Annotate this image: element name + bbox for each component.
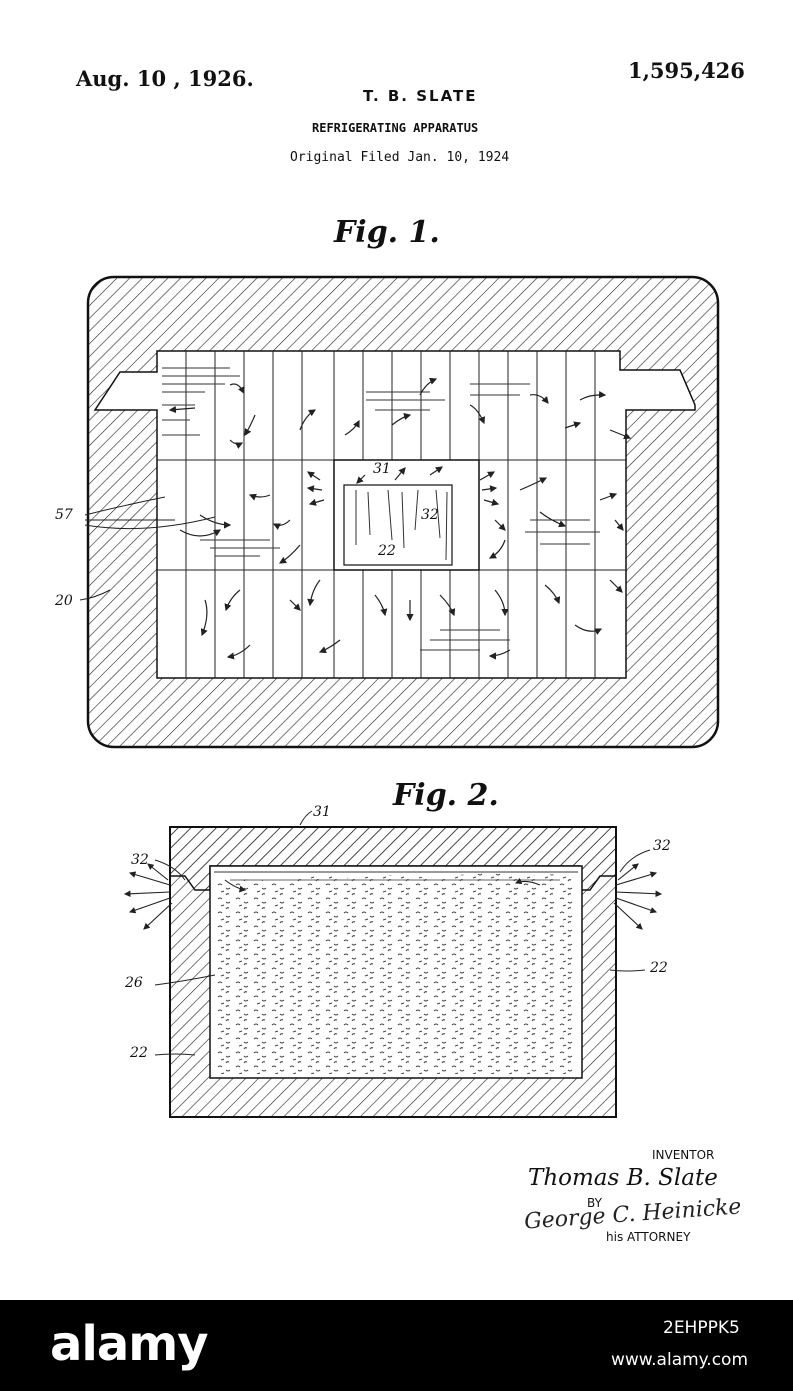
image-id: 2EHPPK5 [663, 1318, 740, 1338]
ref-22-left-fig2: 22 [130, 1045, 148, 1061]
inventor-signature: Thomas B. Slate [528, 1165, 718, 1191]
brand-logo: alamy [50, 1316, 208, 1372]
attorney-label: his ATTORNEY [606, 1230, 690, 1244]
ref-32-fig1: 32 [421, 507, 439, 523]
ref-31-fig2: 31 [313, 804, 331, 820]
ref-32-right-fig2: 32 [653, 838, 671, 854]
ref-20-fig1: 20 [55, 593, 73, 609]
ref-22-fig1: 22 [378, 543, 396, 559]
ref-32-left-fig2: 32 [131, 852, 149, 868]
site-url: www.alamy.com [611, 1350, 748, 1370]
figure-2-drawing [125, 811, 661, 1117]
figure-1-drawing [88, 277, 718, 747]
ref-57-fig1: 57 [55, 507, 73, 523]
inventor-label: INVENTOR [652, 1148, 714, 1162]
ref-31-fig1: 31 [373, 461, 391, 477]
ref-22-right-fig2: 22 [650, 960, 668, 976]
ref-26-fig2: 26 [125, 975, 143, 991]
patent-drawings [0, 0, 793, 1300]
